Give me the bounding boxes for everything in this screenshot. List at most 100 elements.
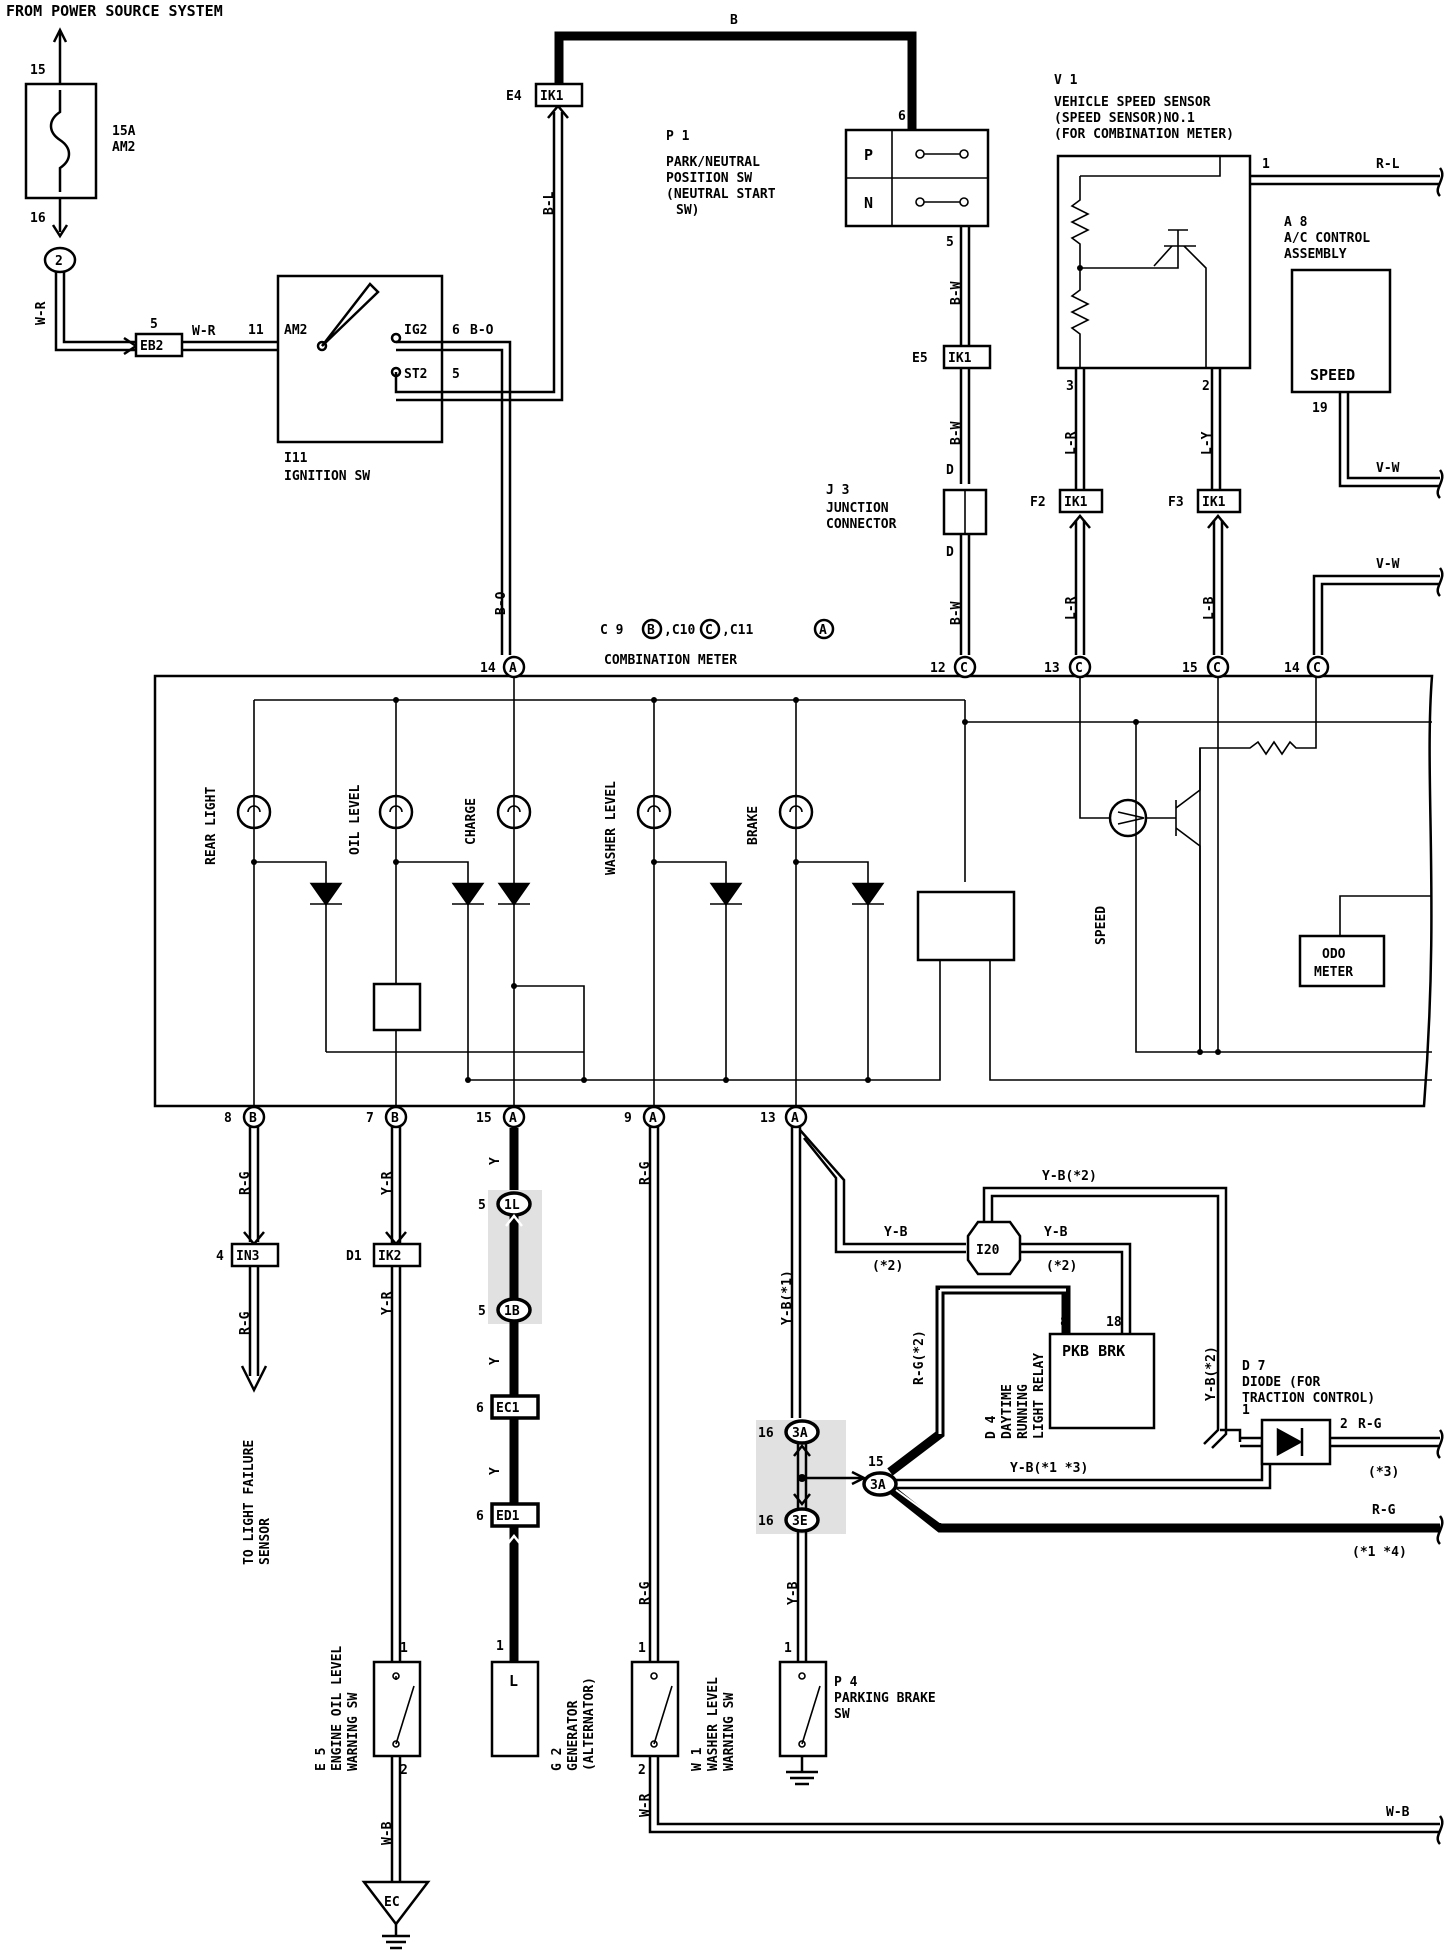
diode-pin2: 2 xyxy=(1340,1417,1348,1432)
meter-bottom-pin-13a: 13 A xyxy=(760,1105,808,1129)
relay-ref: D 4 xyxy=(984,1415,999,1439)
connector-ec1: EC1 xyxy=(496,1401,520,1416)
connector-3a-mid-pin: 15 xyxy=(868,1455,884,1470)
ac-line2: ASSEMBLY xyxy=(1284,247,1347,262)
meter-top-pin-letter: C xyxy=(960,661,968,676)
wire-b-w-1: B-W xyxy=(949,281,964,305)
meter-top-pin-num: 13 xyxy=(1044,661,1060,676)
washer-pin1: 1 xyxy=(638,1641,646,1656)
wire-r-l: R-L xyxy=(1376,157,1400,172)
meter-top-pin-12c: 12 C xyxy=(930,655,977,679)
connector-ik1-e5: IK1 xyxy=(948,351,972,366)
junction-d-bottom: D xyxy=(946,545,954,560)
connector-ik1-f2: IK1 xyxy=(1064,495,1088,510)
diode-d7 xyxy=(1260,1418,1332,1466)
wire-r-g-2: R-G xyxy=(238,1311,253,1335)
speed-sensor-pin2: 2 xyxy=(1202,379,1210,394)
ac-ref: A 8 xyxy=(1284,215,1308,230)
park-neutral-line2: POSITION SW xyxy=(666,171,752,186)
park-neutral-switch: P N 6 5 P 1 PARK/NEUTRAL POSITION SW (NE… xyxy=(666,109,990,250)
wire-v-w-2: V-W xyxy=(1376,557,1400,572)
diode-ref: D 7 xyxy=(1242,1359,1265,1374)
light-failure-line1: TO LIGHT FAILURE xyxy=(242,1440,257,1565)
wire-y-b-s2a: Y-B(*2) xyxy=(1042,1169,1097,1184)
generator-l: L xyxy=(509,1672,518,1690)
connector-ed1: ED1 xyxy=(496,1509,520,1524)
meter-speed-label: SPEED xyxy=(1094,906,1109,945)
meter-bottom-pin-15a: 15 A xyxy=(476,1105,526,1129)
wire-r-g-3: R-G xyxy=(638,1161,653,1185)
junction-line2: CONNECTOR xyxy=(826,517,897,532)
park-neutral-line1: PARK/NEUTRAL xyxy=(666,155,760,170)
meter-top-pin-letter: C xyxy=(1313,661,1321,676)
meter-odo-line2: METER xyxy=(1314,965,1353,980)
relay-pin18: 18 xyxy=(1106,1315,1122,1330)
washer-ref: W 1 xyxy=(690,1747,705,1771)
wire-b-w-2: B-W xyxy=(949,421,964,445)
wire-l-r-2: L-R xyxy=(1064,596,1079,620)
meter-top-pin-num: 12 xyxy=(930,661,946,676)
generator-ref: G 2 xyxy=(550,1748,565,1771)
meter-bottom-pin-num: 7 xyxy=(366,1111,374,1126)
wire-y-b-s1: Y-B(*1) xyxy=(780,1270,795,1325)
connector-3e: 3E xyxy=(792,1514,808,1529)
meter-top-pin-15c: 15 C xyxy=(1182,655,1230,679)
generator-line2: (ALTERNATOR) xyxy=(582,1677,597,1771)
meter-top-pin-letter: C xyxy=(1075,661,1083,676)
ground-ec: EC xyxy=(384,1895,400,1910)
ignition-ig2-pin: 6 xyxy=(452,323,460,338)
relay-line2: RUNNING xyxy=(1016,1384,1031,1439)
fuse-pin-in: 15 xyxy=(30,63,46,78)
speed-sensor-pin3: 3 xyxy=(1066,379,1074,394)
ac-control-assembly: A 8 A/C CONTROL ASSEMBLY SPEED 19 xyxy=(1284,215,1392,416)
meter-top-pin-13c: 13 C xyxy=(1044,655,1092,679)
wire-y-b-s2b: Y-B(*2) xyxy=(1204,1346,1219,1401)
wire-y-b-1: Y-B xyxy=(884,1225,908,1240)
wire-l-b: L-B xyxy=(1202,596,1217,620)
lamp-oil-level: OIL LEVEL xyxy=(348,697,485,1106)
meter-name: COMBINATION METER xyxy=(604,653,737,668)
park-neutral-line3: (NEUTRAL START xyxy=(666,187,776,202)
speed-sensor-line1: VEHICLE SPEED SENSOR xyxy=(1054,95,1211,110)
meter-ref-a: A xyxy=(819,623,827,638)
wire-w-r-1: W-R xyxy=(34,301,49,325)
lamp-brake: BRAKE xyxy=(746,697,885,1106)
lamp-label: OIL LEVEL xyxy=(348,784,363,855)
engine-oil-line1: ENGINE OIL LEVEL xyxy=(330,1646,345,1771)
ignition-st2-pin: 5 xyxy=(452,367,460,382)
engine-oil-pin1: 1 xyxy=(400,1641,408,1656)
connector-1l: 1L xyxy=(504,1198,520,1213)
meter-ref-c10: ,C10 xyxy=(664,623,695,638)
ignition-am2: AM2 xyxy=(284,323,307,338)
wire-w-b-1: W-B xyxy=(380,1821,395,1845)
wire-y-2: Y xyxy=(488,1357,503,1365)
washer-line1: WASHER LEVEL xyxy=(706,1677,721,1771)
lamp-rear-light: REAR LIGHT xyxy=(204,700,343,1106)
meter-top-pin-letter: A xyxy=(509,661,517,676)
connector-ik1-f2-ref: F2 xyxy=(1030,495,1046,510)
park-neutral-line4: SW) xyxy=(676,203,699,218)
ac-line1: A/C CONTROL xyxy=(1284,231,1370,246)
engine-oil-pin2: 2 xyxy=(400,1763,408,1778)
connector-ik1-e4-ref: E4 xyxy=(506,89,522,104)
wire-l-r-1: L-R xyxy=(1064,431,1079,455)
wire-star3: (*3) xyxy=(1368,1465,1399,1480)
meter-bottom-pin-letter: A xyxy=(509,1111,517,1126)
meter-top-pin-14c: 14 C xyxy=(1284,655,1330,679)
wire-r-g-bot: R-G xyxy=(1372,1503,1396,1518)
wire-y-1: Y xyxy=(488,1157,503,1165)
fuse-name: AM2 xyxy=(112,140,135,155)
engine-oil-ref: E 5 xyxy=(314,1748,329,1771)
connector-1l-pin: 5 xyxy=(478,1198,486,1213)
park-neutral-ref: P 1 xyxy=(666,129,690,144)
combination-meter: C 9 B ,C10 C ,C11 A COMBINATION METER 14… xyxy=(153,618,1434,1129)
connector-in3-pin: 4 xyxy=(216,1249,224,1264)
vehicle-speed-sensor: V 1 VEHICLE SPEED SENSOR (SPEED SENSOR)N… xyxy=(1054,73,1270,394)
park-neutral-pin-top: 6 xyxy=(898,109,906,124)
wire-w-b-2: W-B xyxy=(1386,1805,1410,1820)
meter-top-pin-num: 15 xyxy=(1182,661,1198,676)
meter-bottom-pin-8b: 8 B xyxy=(224,1105,266,1129)
wire-b-o-2: B-O xyxy=(494,591,509,615)
wire-y-r-2: Y-R xyxy=(380,1291,395,1315)
